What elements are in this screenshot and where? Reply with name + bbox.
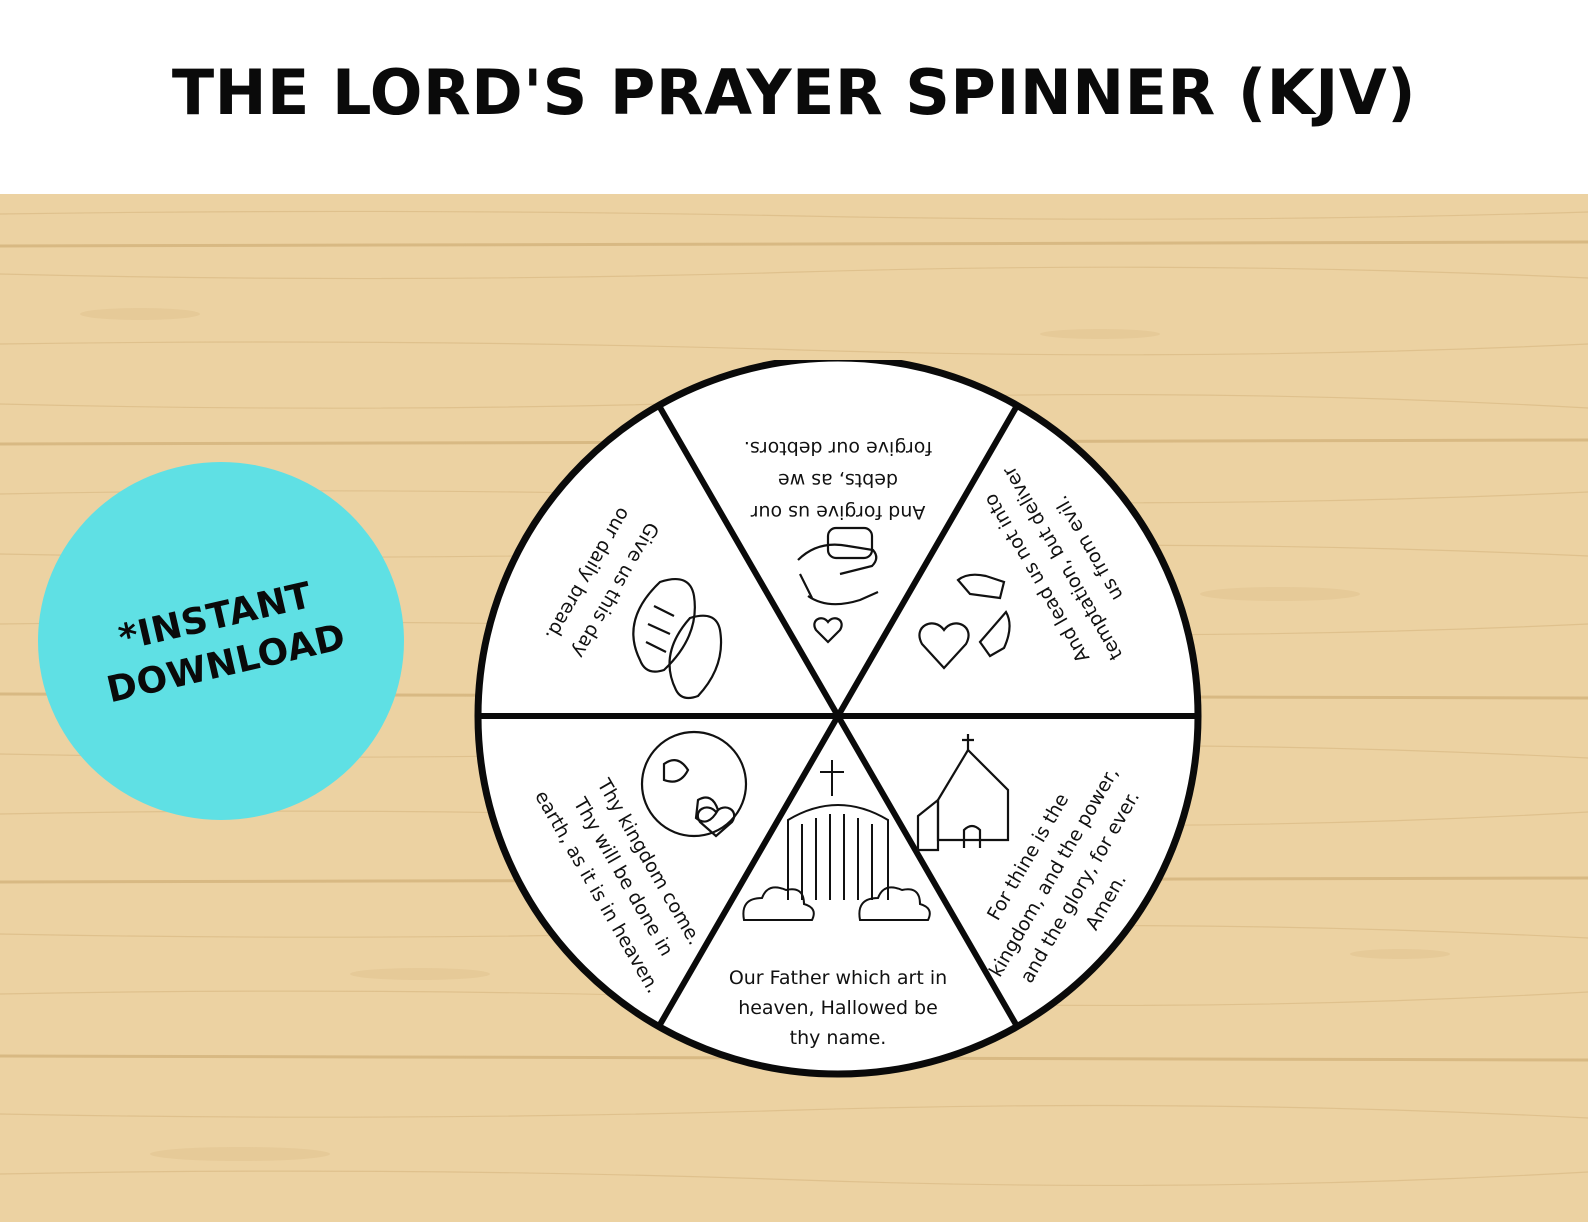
instant-download-badge (38, 462, 404, 820)
segment-bottom: Our Father which art in heaven, Hallowed… (729, 760, 947, 1049)
page-title: THE LORD'S PRAYER SPINNER (KJV) (171, 56, 1417, 129)
segment-top-line-2: debts, as we (778, 469, 898, 491)
segment-top-line-3: forgive our debtors. (744, 437, 932, 459)
segment-top-line-1: And forgive us our (750, 501, 925, 523)
church-icon (916, 734, 1010, 852)
earth-heart-icon (640, 730, 748, 838)
segment-bottom-line-2: heaven, Hallowed be (738, 997, 938, 1019)
hands-heart-icon (918, 573, 1011, 670)
handshake-icon (797, 526, 879, 644)
prayer-spinner-wheel: And forgive us our debts, as we forgive … (474, 360, 1202, 1078)
heaven-gate-icon (742, 760, 931, 921)
title-banner: THE LORD'S PRAYER SPINNER (KJV) (0, 0, 1588, 194)
spinner-dividers (478, 402, 1198, 1030)
bread-icon (632, 578, 723, 700)
segment-top: And forgive us our debts, as we forgive … (744, 437, 932, 644)
segment-bottom-line-1: Our Father which art in (729, 967, 947, 989)
segment-bottom-line-3: thy name. (790, 1027, 887, 1049)
